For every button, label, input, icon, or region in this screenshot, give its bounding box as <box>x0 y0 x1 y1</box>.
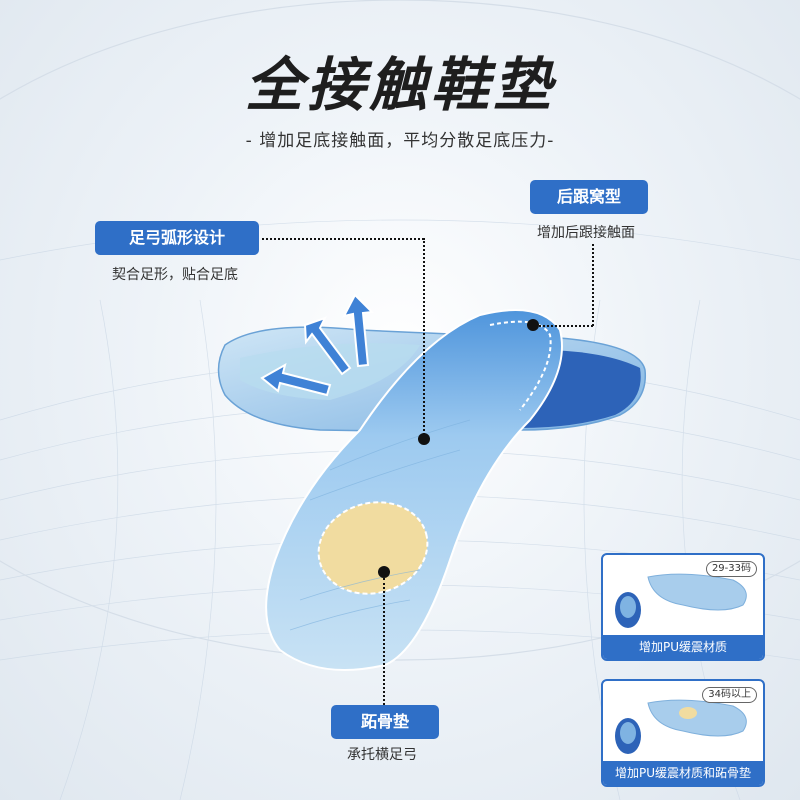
variant-1-size-tag: 29-33码 <box>705 561 757 577</box>
arch-desc: 契合足形，贴合足底 <box>112 267 238 283</box>
metatarsal-label: 跖骨垫 <box>331 705 439 739</box>
variant-1-caption: 增加PU缓震材质 <box>603 635 763 659</box>
page-subtitle: - 增加足底接触面，平均分散足底压力- <box>245 131 555 151</box>
variant-card-1: 29-33码 增加PU缓震材质 <box>601 553 765 661</box>
variant-2-caption: 增加PU缓震材质和跖骨垫 <box>603 761 763 785</box>
heel-leader-h <box>535 325 593 327</box>
pressure-arrows <box>260 293 375 397</box>
heel-label: 后跟窝型 <box>530 180 648 214</box>
heel-point <box>527 319 539 331</box>
metatarsal-desc: 承托横足弓 <box>347 747 417 763</box>
metatarsal-point <box>378 566 390 578</box>
front-insole <box>265 309 563 671</box>
heel-desc: 增加后跟接触面 <box>537 225 635 241</box>
arch-point <box>418 433 430 445</box>
page-title: 全接触鞋垫 <box>244 51 555 119</box>
heel-leader-v <box>592 244 594 326</box>
variant-2-size-tag: 34码以上 <box>702 687 757 703</box>
metatarsal-leader-v <box>383 578 385 705</box>
arch-leader-v <box>423 238 425 438</box>
variant-1-insole <box>615 573 747 628</box>
variant-card-2: 34码以上 增加PU缓震材质和跖骨垫 <box>601 679 765 787</box>
arch-leader-h <box>262 238 424 240</box>
arch-label: 足弓弧形设计 <box>95 221 259 255</box>
variant-2-insole <box>615 699 747 754</box>
